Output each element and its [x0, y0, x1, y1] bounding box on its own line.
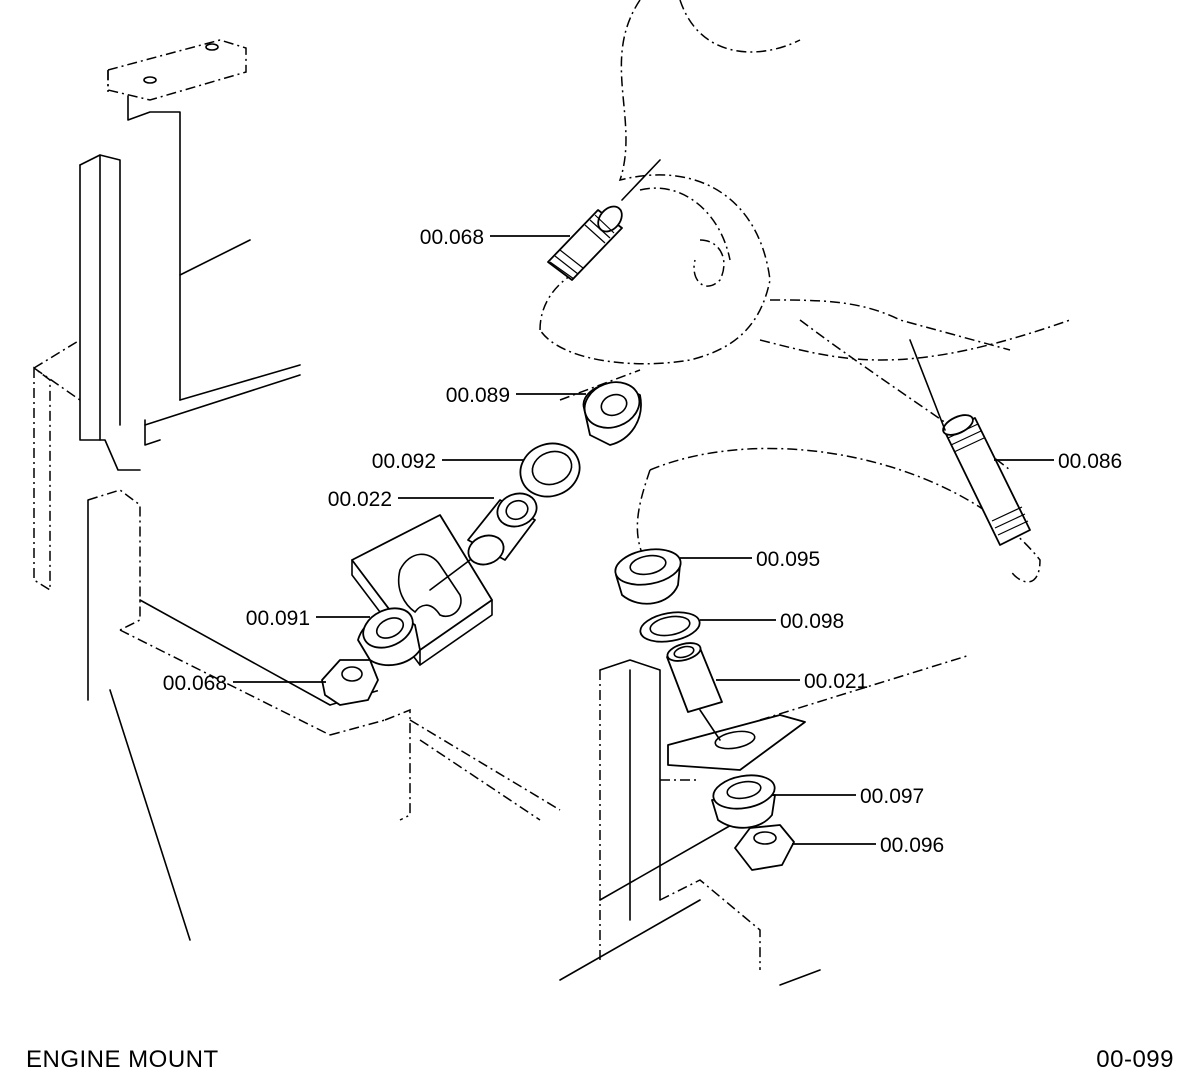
sleeve-part-00-022: [467, 492, 538, 566]
page-number: 00-099: [1096, 1046, 1174, 1073]
callout-00-098: 00.098: [780, 610, 844, 633]
washer-part-00-092: [519, 442, 581, 498]
engine-outline: [539, 0, 1071, 583]
stud-part-00-086: [942, 414, 1031, 546]
callout-00-086: 00.086: [1058, 450, 1122, 473]
nut-part-00-068-bottom: [321, 659, 379, 706]
exploded-parts-diagram: 00.068 00.089 00.092 00.022 00.091 00.06…: [33, 0, 1122, 986]
callout-00-068-bottom: 00.068: [163, 672, 227, 695]
callout-00-068-top: 00.068: [420, 226, 484, 249]
callout-00-022: 00.022: [328, 488, 392, 511]
callout-00-021: 00.021: [804, 670, 868, 693]
sleeve-part-00-021: [666, 642, 723, 713]
callout-00-091: 00.091: [246, 607, 310, 630]
lower-mount-plate: [667, 714, 806, 771]
bush-part-00-089: [582, 381, 642, 446]
assembly-axis-lines: [429, 159, 946, 741]
callout-leaders: [233, 235, 1054, 845]
stud-part-00-068-top: [547, 205, 623, 281]
diagram-title: ENGINE MOUNT: [26, 1046, 219, 1073]
mount-bracket-plate: [351, 514, 493, 666]
callout-00-096: 00.096: [880, 834, 944, 857]
callout-00-097: 00.097: [860, 785, 924, 808]
washer-part-00-098: [639, 611, 701, 643]
callout-labels: 00.068 00.089 00.092 00.022 00.091 00.06…: [163, 226, 1122, 857]
bush-part-00-097: [711, 774, 776, 829]
callout-00-089: 00.089: [446, 384, 510, 407]
callout-00-095: 00.095: [756, 548, 820, 571]
bush-part-00-095: [614, 548, 682, 605]
nut-part-00-096: [734, 824, 795, 871]
frame-structure: [33, 39, 971, 986]
bush-part-00-091: [357, 607, 421, 667]
callout-00-092: 00.092: [372, 450, 436, 473]
